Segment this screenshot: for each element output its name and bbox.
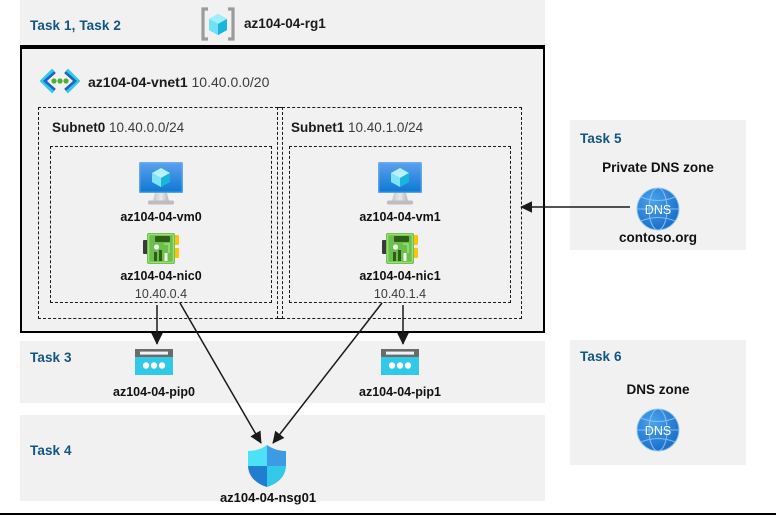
- subnet1-header: Subnet1 10.40.1.0/24: [291, 120, 424, 135]
- nic1-label: az104-04-nic1: [359, 269, 441, 283]
- subnet0-boundary: [38, 107, 283, 319]
- virtual-network-icon: [38, 68, 82, 94]
- task-label-4: Task 4: [30, 443, 72, 458]
- network-interface-icon: [379, 231, 421, 267]
- canvas-bottom-border: [0, 513, 776, 515]
- virtual-machine-icon: [372, 157, 428, 207]
- subnet0-inner-boundary: [50, 146, 272, 303]
- task-label-3: Task 3: [30, 350, 72, 365]
- nsg-label: az104-04-nsg01: [219, 490, 317, 505]
- pip0-label: az104-04-pip0: [113, 385, 195, 399]
- dns-zone-icon: DNS: [633, 184, 683, 234]
- network-interface-icon: [140, 231, 182, 267]
- dns-zone-icon: DNS: [633, 405, 683, 455]
- private-dns-zone-name: contoso.org: [619, 230, 697, 245]
- resource-group-header-panel: [20, 0, 545, 47]
- nic0-ip: 10.40.0.4: [134, 287, 188, 301]
- virtual-machine-icon: [133, 157, 189, 207]
- subnet0-header: Subnet0 10.40.0.0/24: [52, 120, 185, 135]
- pip1-label: az104-04-pip1: [359, 385, 441, 399]
- task-label-1-2: Task 1, Task 2: [30, 18, 121, 33]
- network-security-group-icon: [245, 443, 289, 489]
- resource-group-icon: [198, 7, 238, 41]
- vm1-label: az104-04-vm1: [359, 210, 441, 224]
- subnet1-boundary: [277, 107, 522, 319]
- dns-icon-text: DNS: [645, 424, 671, 438]
- vm0-label: az104-04-vm0: [120, 210, 202, 224]
- public-ip-address-icon: [133, 347, 175, 379]
- nic1-ip: 10.40.1.4: [373, 287, 427, 301]
- task-label-6: Task 6: [580, 349, 622, 364]
- public-ip-address-icon: [379, 347, 421, 379]
- task-label-5: Task 5: [580, 131, 622, 146]
- dns-icon-text: DNS: [645, 203, 671, 217]
- nic0-label: az104-04-nic0: [120, 269, 202, 283]
- subnet1-inner-boundary: [289, 146, 511, 303]
- private-dns-zone-title: Private DNS zone: [602, 160, 714, 175]
- dns-zone-title: DNS zone: [626, 382, 690, 397]
- resource-group-top-border: [20, 45, 545, 47]
- vnet-header: az104-04-vnet1 10.40.0.0/20: [88, 74, 270, 90]
- resource-group-name: az104-04-rg1: [244, 16, 326, 31]
